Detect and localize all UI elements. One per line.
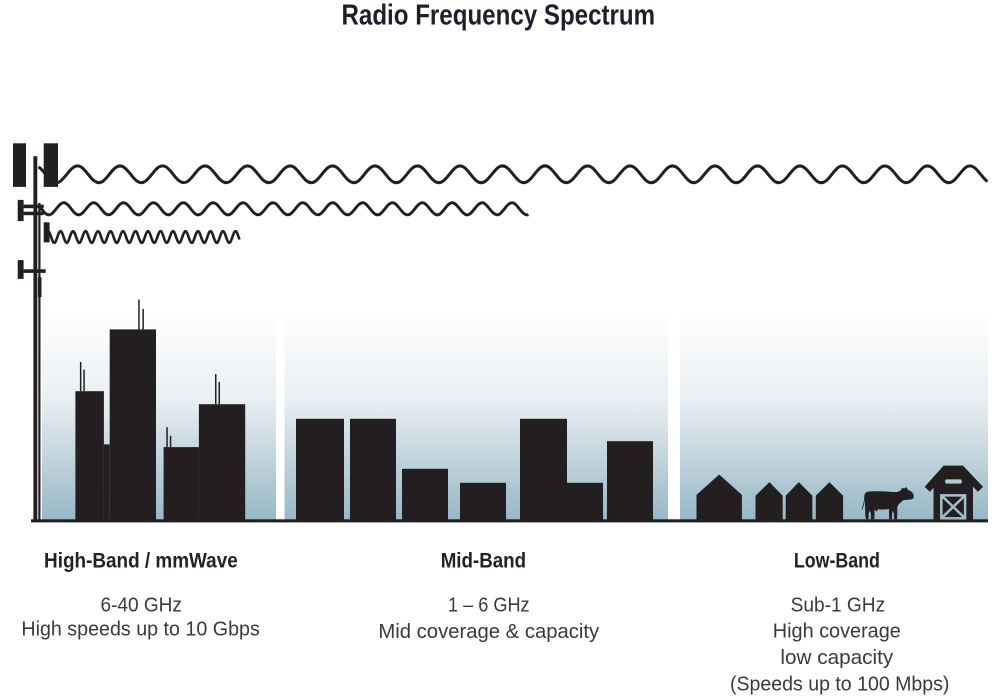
svg-text:(Speeds up to 100 Mbps): (Speeds up to 100 Mbps) [730, 673, 949, 695]
svg-text:low capacity: low capacity [780, 647, 894, 669]
svg-text:Mid-Band: Mid-Band [441, 548, 526, 572]
svg-text:Low-Band: Low-Band [794, 549, 880, 573]
svg-text:High coverage: High coverage [773, 621, 901, 643]
svg-text:Radio Frequency Spectrum: Radio Frequency Spectrum [342, 0, 656, 31]
svg-text:High speeds up to 10 Gbps: High speeds up to 10 Gbps [21, 618, 259, 640]
svg-text:Mid coverage & capacity: Mid coverage & capacity [378, 621, 600, 643]
svg-text:Sub-1 GHz: Sub-1 GHz [791, 595, 886, 617]
svg-text:1 – 6 GHz: 1 – 6 GHz [448, 595, 530, 617]
svg-text:High-Band / mmWave: High-Band / mmWave [44, 549, 238, 573]
svg-text:6-40 GHz: 6-40 GHz [101, 595, 182, 617]
